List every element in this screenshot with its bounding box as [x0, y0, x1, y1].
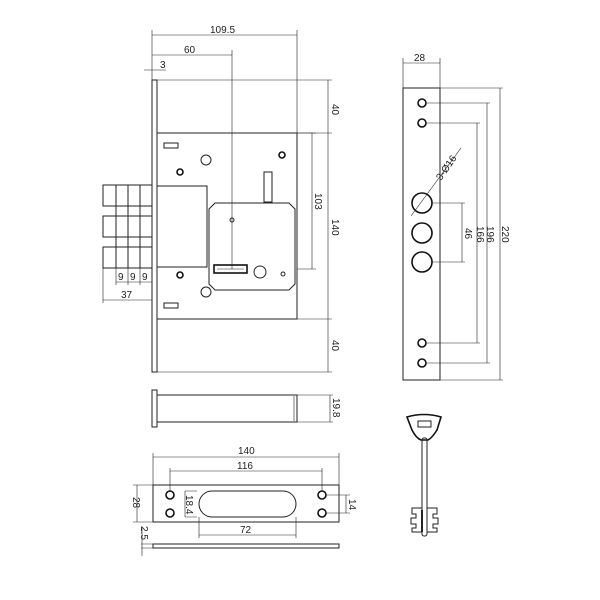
dim-label-14: 14 [346, 499, 357, 511]
dim-label-19-8: 19.8 [330, 398, 341, 418]
key-shaft [421, 437, 428, 537]
follower-slot [263, 171, 273, 203]
dim-label-72: 72 [240, 525, 252, 536]
dim-label-9c: 9 [142, 272, 148, 283]
dim-label-28: 28 [414, 53, 426, 64]
dim-label-9b: 9 [130, 272, 136, 283]
dim-label-40-top: 40 [329, 104, 340, 116]
dim-label-166: 166 [474, 226, 485, 243]
dim-label-109-5: 109.5 [210, 25, 235, 36]
key-mechanism-plate [208, 202, 296, 291]
dim-label-140-strike: 140 [238, 446, 255, 457]
dim-109-5 [151, 30, 298, 133]
key-illustration [405, 413, 443, 537]
strike-plate-view: 140 116 28 18.4 72 14 2.5 [130, 446, 357, 556]
dim-label-2-5: 2.5 [138, 526, 149, 540]
dim-103 [297, 132, 316, 270]
dim-label-103: 103 [312, 193, 323, 210]
dim-label-116: 116 [237, 461, 253, 472]
latch-case [156, 185, 208, 268]
bolt-side-view: 19.8 [151, 389, 341, 428]
dim-60 [152, 50, 233, 269]
lock-body [156, 132, 298, 320]
mount-slot-top [163, 142, 179, 149]
dim-label-37: 37 [121, 290, 133, 301]
front-view: 109.5 60 3 40 140 40 103 9 9 9 37 [102, 25, 340, 373]
dim-label-196: 196 [484, 226, 495, 243]
dim-label-28-strike: 28 [130, 497, 141, 509]
dim-label-18-4: 18.4 [183, 495, 194, 515]
faceplate-edge [151, 79, 158, 373]
key-bits [410, 507, 439, 533]
deadbolts [102, 184, 153, 269]
mount-slot-bottom [163, 302, 179, 309]
dim-label-3-d16: 3-Ø16 [434, 153, 459, 182]
dim-label-220: 220 [499, 226, 510, 243]
dim-label-3: 3 [160, 60, 166, 71]
dim-label-140: 140 [329, 219, 340, 236]
keyhole-slot [213, 264, 248, 274]
dim-label-46: 46 [462, 228, 473, 240]
key-head-window [417, 420, 432, 428]
dim-label-60: 60 [184, 45, 196, 56]
dim-vertical-chain [157, 79, 332, 373]
faceplate-view: 28 3-Ø16 46 166 196 220 [402, 53, 510, 381]
dim-label-40-bottom: 40 [329, 340, 340, 352]
dim-label-9a: 9 [118, 272, 124, 283]
key-head [405, 413, 443, 441]
